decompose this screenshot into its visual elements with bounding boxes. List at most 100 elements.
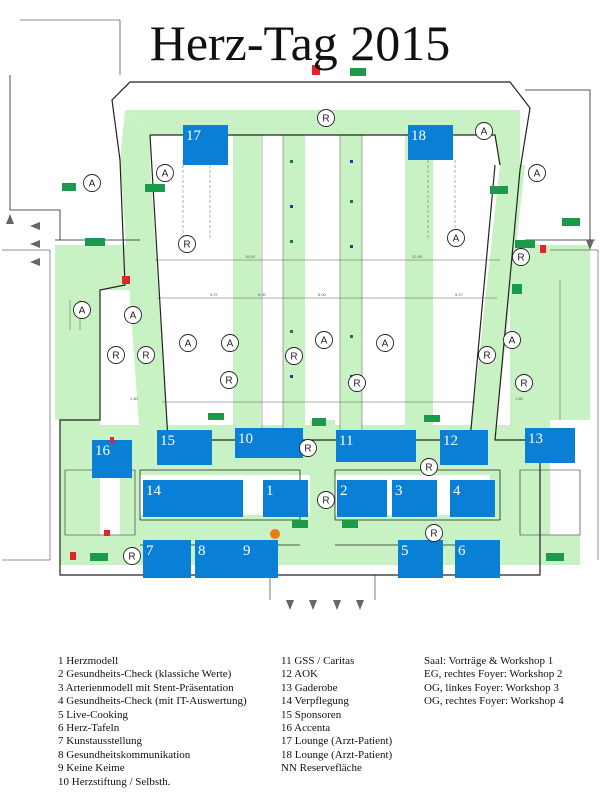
booth-label-10: 10 (238, 431, 253, 447)
marker-label: R (483, 351, 490, 362)
marker-label: A (227, 339, 234, 350)
legend-item: EG, rechtes Foyer: Workshop 2 (424, 668, 563, 681)
legend-item: OG, linkes Foyer: Workshop 3 (424, 681, 559, 694)
r-marker-icon (137, 346, 155, 364)
marker-label: R (430, 529, 437, 540)
legend-item: 7 Kunstausstellung (58, 735, 143, 748)
legend-item: 17 Lounge (Arzt-Patient) (281, 735, 393, 748)
hall-grid (69, 135, 561, 430)
marker-label: A (534, 169, 541, 180)
booth-label-6: 6 (458, 543, 466, 559)
legend-item: 11 GSS / Caritas (281, 655, 355, 667)
exit-sign (424, 415, 440, 422)
booth-label-15: 15 (160, 433, 175, 449)
page-title: Herz-Tag 2015 (150, 15, 451, 71)
marker-label: A (89, 179, 96, 190)
booth-5 (398, 540, 443, 578)
booth-11 (336, 430, 416, 462)
a-marker-icon (315, 331, 333, 349)
legend-item: 18 Lounge (Arzt-Patient) (281, 748, 393, 761)
booth-17 (183, 125, 228, 165)
a-marker-icon (503, 331, 521, 349)
svg-text:15.50: 15.50 (245, 254, 256, 259)
fire-extinguishers (70, 65, 546, 560)
marker-label: R (142, 351, 149, 362)
marker-label: A (321, 336, 328, 347)
marker-label: A (481, 127, 488, 138)
exit-sign (562, 218, 580, 226)
booth-7 (143, 540, 191, 578)
r-marker-icon (512, 248, 530, 266)
exit-sign (512, 284, 522, 294)
r-marker-icon (220, 371, 238, 389)
legend-item: Saal: Vorträge & Workshop 1 (424, 655, 554, 667)
booth-label-5: 5 (401, 543, 409, 559)
exit-sign (350, 68, 366, 76)
dimension-texts: 15.50 22.50 5.27 6.00 6.00 5.27 1.80 1.8… (130, 254, 524, 401)
r-marker-icon (515, 374, 533, 392)
booth-label-1: 1 (266, 483, 274, 499)
marker-label: A (162, 169, 169, 180)
exit-sign (62, 183, 76, 191)
r-marker-icon (420, 458, 438, 476)
marker-label: R (322, 114, 329, 125)
legend-item: 10 Herzstiftung / Selbsth. (58, 775, 171, 788)
legend-item: 9 Keine Keime (58, 762, 125, 775)
svg-text:22.50: 22.50 (412, 254, 423, 259)
a-marker-icon (179, 334, 197, 352)
a-marker-icon (73, 301, 91, 319)
r-marker-icon (425, 524, 443, 542)
marker-label: R (425, 463, 432, 474)
svg-text:5.27: 5.27 (210, 292, 219, 297)
legend-item: 5 Live-Cooking (58, 708, 128, 721)
a-marker-icon (447, 229, 465, 247)
exit-sign (312, 418, 326, 426)
legend-item: 14 Verpflegung (281, 695, 349, 708)
r-marker-icon (348, 374, 366, 392)
booth-label-9: 9 (243, 543, 251, 559)
booth-label-11: 11 (339, 433, 353, 449)
marker-label: R (290, 352, 297, 363)
booth-9 (240, 540, 278, 578)
r-marker-icon (123, 547, 141, 565)
legend-item: 3 Arterienmodell mit Stent-Präsentation (58, 681, 234, 694)
a-marker-icon (156, 164, 174, 182)
r-marker-icon (285, 347, 303, 365)
r-marker-icon (299, 439, 317, 457)
svg-text:6.00: 6.00 (258, 292, 267, 297)
booth-label-8: 8 (198, 543, 206, 559)
a-marker-icon (528, 164, 546, 182)
booth-14 (143, 480, 243, 517)
legend-item: OG, rechtes Foyer: Workshop 4 (424, 695, 564, 708)
legend-item: 6 Herz-Tafeln (58, 722, 120, 735)
booth-13 (525, 428, 575, 463)
marker-label: R (520, 379, 527, 390)
booth-label-4: 4 (453, 483, 461, 499)
marker-label: R (322, 496, 329, 507)
marker-label: A (185, 339, 192, 350)
exit-sign (145, 184, 165, 192)
booth-label-3: 3 (395, 483, 403, 499)
marker-label: R (304, 444, 311, 455)
booth-6 (455, 540, 500, 578)
a-marker-icon (376, 334, 394, 352)
booth-4 (450, 480, 495, 517)
svg-text:1.80: 1.80 (515, 396, 524, 401)
booth-label-12: 12 (443, 433, 458, 449)
r-marker-icon (107, 346, 125, 364)
booth-10 (235, 428, 303, 458)
marker-label: A (453, 234, 460, 245)
svg-text:5.27: 5.27 (455, 292, 464, 297)
a-marker-icon (124, 306, 142, 324)
exit-sign (90, 553, 108, 561)
marker-label: R (112, 351, 119, 362)
svg-text:6.00: 6.00 (318, 292, 327, 297)
exit-sign (490, 186, 508, 194)
legend-item: NN Reservefläche (281, 762, 362, 775)
booth-2 (337, 480, 387, 517)
marker-label: R (517, 253, 524, 264)
legend-item: 15 Sponsoren (281, 708, 342, 721)
